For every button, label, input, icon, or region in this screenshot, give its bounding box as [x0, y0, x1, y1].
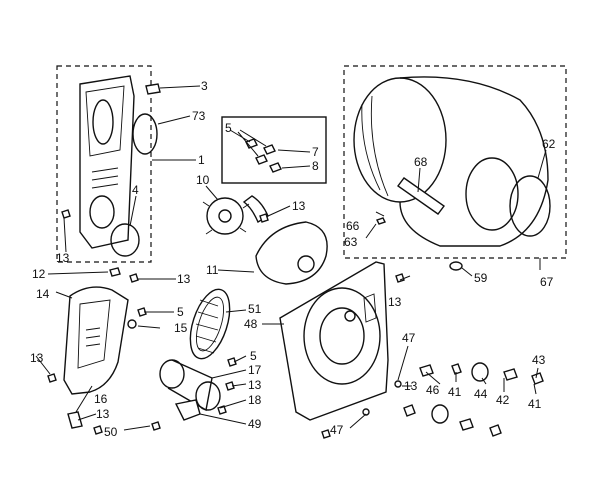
drum-opening [465, 157, 519, 231]
callout-51: 51 [248, 302, 262, 316]
callout-41: 41 [528, 397, 542, 411]
hardware-inset-box [221, 116, 327, 184]
callout-73: 73 [192, 109, 206, 123]
exhaust-duct-group [63, 286, 137, 395]
blower-wheel [206, 197, 244, 235]
callout-labels: 3 73 1 4 13 5 7 8 10 13 11 12 13 14 5 15… [30, 79, 556, 439]
bulkhead-panel-48 [279, 261, 389, 421]
callout-14: 14 [36, 287, 50, 301]
duct-gasket-73 [132, 113, 158, 155]
callout-47: 47 [402, 331, 416, 345]
drum-baffle-68 [397, 177, 445, 215]
callout-13: 13 [56, 251, 70, 265]
duct-assembly-group [56, 65, 161, 263]
callout-46: 46 [426, 383, 440, 397]
screws-group [47, 209, 405, 439]
callout-13: 13 [292, 199, 306, 213]
callout-7: 7 [312, 145, 319, 159]
idler-pulley [242, 195, 269, 224]
callout-12: 12 [32, 267, 46, 281]
clip-3 [145, 83, 161, 95]
callout-13: 13 [248, 378, 262, 392]
bulkhead-group [279, 261, 463, 421]
callout-68: 68 [414, 155, 428, 169]
callout-5: 5 [250, 349, 257, 363]
roller-group [362, 362, 544, 437]
callout-3: 3 [201, 79, 208, 93]
callout-62: 62 [542, 137, 556, 151]
exhaust-duct-14 [63, 286, 129, 395]
switch-49 [174, 399, 201, 421]
callout-5: 5 [177, 305, 184, 319]
callout-15: 15 [174, 321, 188, 335]
callout-17: 17 [248, 363, 262, 377]
callout-48: 48 [244, 317, 258, 331]
callout-13: 13 [404, 379, 418, 393]
lint-filter-group [189, 288, 231, 360]
drum-group [343, 65, 567, 259]
callout-16: 16 [94, 392, 108, 406]
duct-housing [79, 75, 135, 249]
callout-63: 63 [344, 235, 358, 249]
callout-8: 8 [312, 159, 319, 173]
callout-43: 43 [532, 353, 546, 367]
callout-11: 11 [206, 263, 219, 277]
drum-assembly-outline [343, 65, 567, 259]
callout-50: 50 [104, 425, 118, 439]
callout-13: 13 [30, 351, 44, 365]
leader-lines [35, 85, 547, 431]
callout-49: 49 [248, 417, 262, 431]
callout-66: 66 [346, 219, 360, 233]
grommet-59 [449, 261, 463, 271]
blower-housing-11 [255, 221, 328, 285]
callout-41: 41 [448, 385, 462, 399]
duct-assembly-outline [56, 65, 152, 263]
blower-group [202, 195, 328, 285]
callout-47: 47 [330, 423, 344, 437]
drum-seal-62 [509, 175, 551, 237]
callout-13: 13 [96, 407, 110, 421]
callout-5: 5 [225, 121, 232, 135]
callout-42: 42 [496, 393, 510, 407]
callout-1: 1 [198, 153, 205, 167]
callout-10: 10 [196, 173, 210, 187]
roller-44 [471, 362, 489, 382]
callout-13: 13 [388, 295, 402, 309]
connector-16 [67, 411, 83, 429]
callout-44: 44 [474, 387, 488, 401]
callout-4: 4 [132, 183, 139, 197]
callout-59: 59 [474, 271, 488, 285]
callout-18: 18 [248, 393, 262, 407]
motor-group [67, 359, 221, 429]
duct-seal-4 [110, 223, 140, 257]
drum-shell [399, 76, 549, 247]
callout-13: 13 [177, 272, 191, 286]
hardware-inset [221, 116, 327, 184]
lint-screen-51 [189, 288, 231, 360]
callout-67: 67 [540, 275, 554, 289]
